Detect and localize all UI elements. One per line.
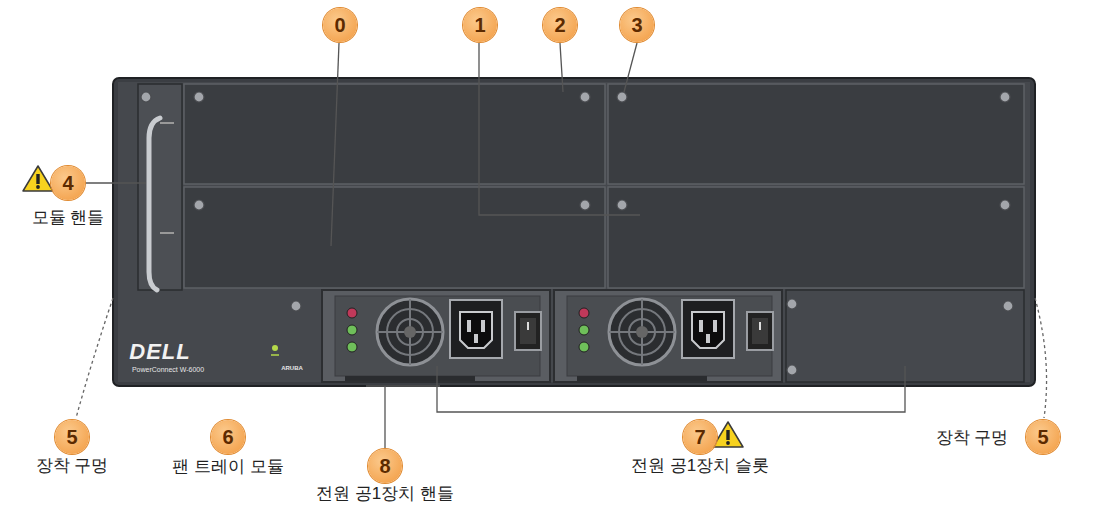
screws <box>141 92 1013 375</box>
callout-number: 4 <box>51 166 85 200</box>
brand-mark: ARUBA <box>281 365 303 372</box>
part-label: 장착 구멍 <box>936 428 1009 448</box>
callout-number: 1 <box>463 8 497 42</box>
slot-marking <box>160 232 174 234</box>
callout-number: 5 <box>1026 420 1060 454</box>
status-led <box>272 345 278 351</box>
callout-number: 5 <box>55 420 89 454</box>
part-label: 전원 공1장치 핸들 <box>316 484 454 504</box>
handle-panel <box>138 84 182 290</box>
leader-lines <box>86 43 905 448</box>
module-handle <box>149 118 160 290</box>
status-led <box>271 354 279 356</box>
module-slot <box>184 187 605 288</box>
callout-number: 7 <box>683 420 717 454</box>
module-slot <box>608 84 1024 184</box>
chassis-body <box>113 78 1035 386</box>
mounting-hole-leaders <box>76 298 1047 418</box>
callout-number: 6 <box>211 420 245 454</box>
part-label: 전원 공1장치 슬롯 <box>631 456 769 476</box>
slot-marking <box>160 122 174 124</box>
callout-number: 3 <box>620 8 654 42</box>
callout-number: 8 <box>368 449 402 483</box>
model-name: PowerConnect W-6000 <box>132 366 204 374</box>
module-slot <box>608 187 1024 288</box>
part-label: 모듈 핸들 <box>32 208 105 228</box>
module-slot <box>184 84 605 184</box>
part-label: 팬 트레이 모듈 <box>172 457 283 477</box>
callout-number: 2 <box>543 8 577 42</box>
part-label: 장착 구멍 <box>36 456 109 476</box>
brand-logo: DELL <box>129 339 190 364</box>
callout-number: 0 <box>323 8 357 42</box>
front-face <box>118 82 1030 382</box>
